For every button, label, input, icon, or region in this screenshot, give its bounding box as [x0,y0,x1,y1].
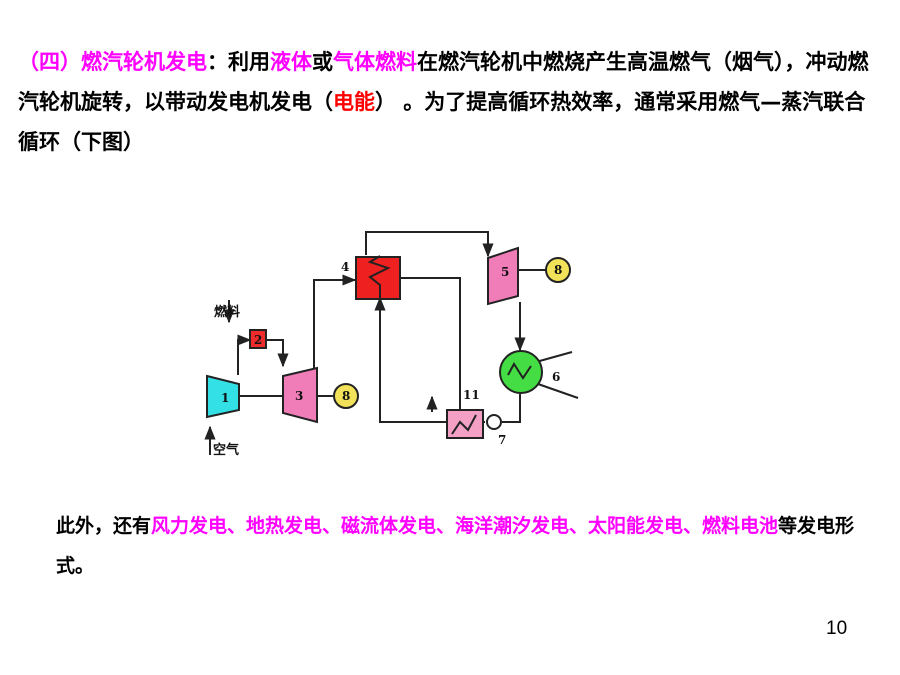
highlight-gas-fuel: 气体燃料 [333,50,417,74]
condenser-6 [499,350,543,394]
label-7: 7 [498,433,506,447]
intro-paragraph: （四）燃汽轮机发电：利用液体或气体燃料在燃汽轮机中燃烧产生高温燃气（烟气），冲动… [18,42,884,162]
label-3: 3 [295,389,303,403]
air-label: 空气 [213,442,239,458]
fuel-label: 燃料 [214,304,240,320]
page-number: 10 [826,618,848,639]
condensate-line [502,394,521,423]
section-heading: （四）燃汽轮机发电 [18,50,207,74]
highlight-liquid: 液体 [270,50,312,74]
intro-text-3: 在燃汽轮机中燃烧产生高温燃气（烟气），冲动燃汽轮机旋转，以带动发电机发电（ [18,50,869,114]
generator-8-gas [333,383,359,409]
combustor-to-turbine-line [266,339,289,368]
label-5: 5 [501,265,509,279]
label-8-gas: 8 [342,389,350,403]
label-2: 2 [254,333,262,347]
boiler-coil [367,255,391,299]
label-11: 11 [463,388,480,402]
flue-gas-line [400,277,461,419]
label-1: 1 [221,391,229,405]
label-4: 4 [341,260,349,274]
exchanger-coil [451,414,477,435]
intro-text-1: 利用 [228,50,270,74]
intro-text-2: 或 [312,50,333,74]
intro-text-4: ） 。为了提高循环热效率，通常采用燃气—蒸汽联合循环（下图） [18,90,866,154]
highlight-electric-energy: 电能 [333,90,375,114]
heading-colon: ： [207,50,228,74]
exhaust-to-boiler-line [313,274,357,370]
air-compressor-1 [206,374,240,419]
generator-8-steam [545,257,571,283]
waste-heat-boiler-4 [355,256,401,300]
note-text-2: 等发电形式。 [56,515,855,577]
label-6: 6 [552,370,560,384]
note-paragraph: 此外，还有风力发电、地热发电、磁流体发电、海洋潮汐发电、太阳能发电、燃料电池等发… [56,506,856,586]
note-text-1: 此外，还有 [56,515,152,537]
cooling-water-inlet [535,351,573,363]
condenser-coil [507,362,532,380]
steam-to-turbine-line [365,231,494,258]
gas-turbine-3 [282,366,318,424]
steam-turbine-5 [487,246,519,306]
cooling-water-outlet [537,383,579,399]
label-8-steam: 8 [554,263,562,277]
note-highlight-methods: 风力发电、地热发电、磁流体发电、海洋潮汐发电、太阳能发电、燃料电池 [151,515,779,537]
combustion-chamber-2 [249,329,267,349]
flow-lines [204,231,579,455]
compressor-to-combustor-line [237,334,252,375]
pump-7 [486,414,502,430]
